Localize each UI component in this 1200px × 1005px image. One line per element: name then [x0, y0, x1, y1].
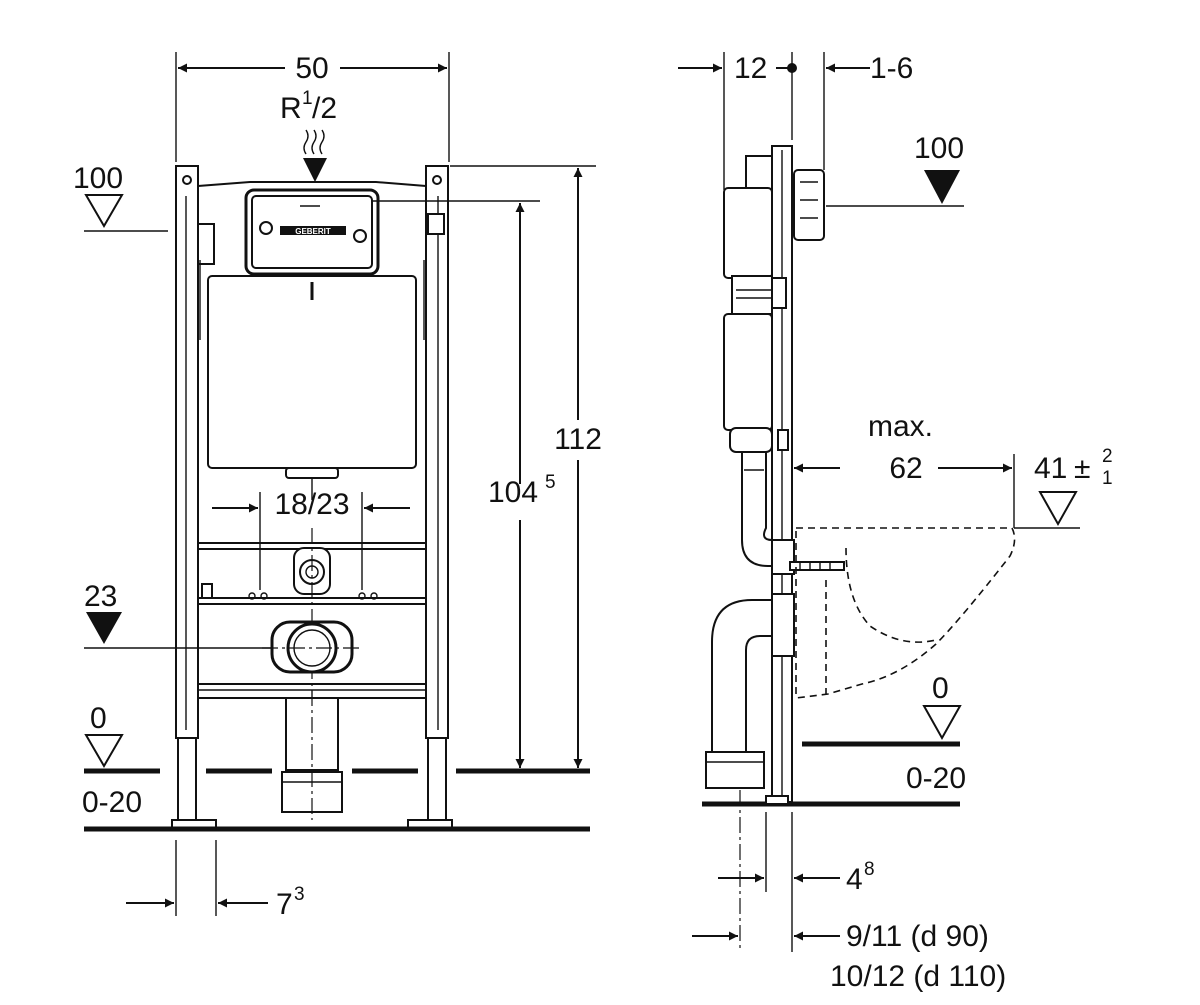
fixing-rod — [789, 561, 845, 571]
level-41: 41 ± 2 1 — [1014, 446, 1113, 529]
height-total-label: 112 — [554, 423, 602, 456]
level-100-left: 100 — [73, 162, 168, 232]
drain-90-label: 9/11 (d 90) — [846, 920, 989, 953]
brand-badge — [280, 226, 346, 235]
waste-elbow — [705, 593, 795, 950]
bolt-spacing-label: 18/23 — [274, 488, 349, 521]
floor-right: 0 0-20 — [702, 672, 966, 807]
level-filled-right-icon — [924, 170, 960, 204]
offset-label: 1-6 — [870, 52, 913, 85]
inlet-arrow-icon — [303, 158, 327, 182]
tolerance-sign: ± — [1074, 452, 1090, 485]
foot-dim-sup: 3 — [294, 884, 305, 905]
front-view: 50 R 1 /2 100 — [73, 52, 602, 921]
inlet-label-sub: /2 — [312, 92, 337, 125]
flush-pipe-connector — [293, 528, 331, 700]
dim-depth: 12 1-6 — [678, 52, 913, 190]
dim-48-sup: 8 — [864, 859, 875, 880]
frame — [171, 165, 453, 829]
level-marker-icon — [84, 194, 124, 228]
flush-pipe — [741, 451, 795, 575]
projection-label: 62 — [889, 452, 922, 485]
inlet-label-r: R — [280, 92, 302, 125]
floor-range-right-label: 0-20 — [906, 762, 966, 795]
tolerance-plus: 2 — [1102, 446, 1113, 467]
dim-width-50: 50 — [175, 52, 450, 162]
left-post — [175, 165, 199, 739]
cistern — [207, 275, 417, 500]
side-frame — [723, 145, 825, 803]
flush-plate: GEBERIT — [244, 188, 380, 276]
dim-drain-offsets: 4 8 9/11 (d 90) 10/12 (d 110) — [692, 812, 1006, 993]
level-100-right-label: 100 — [914, 132, 964, 165]
depth-12-label: 12 — [734, 52, 767, 85]
level-filled-icon — [86, 612, 122, 644]
max-label: max. — [868, 410, 933, 443]
water-inlet: R 1 /2 — [280, 88, 337, 182]
height-main-label: 104 — [488, 476, 538, 509]
brand-label: GEBERIT — [295, 227, 331, 236]
level-0-label: 0 — [90, 702, 107, 735]
dim-bolt-spacing: 18/23 — [212, 488, 410, 590]
width-label: 50 — [295, 52, 328, 85]
floor-left: 0 0-20 — [82, 702, 590, 832]
dim-foot: 7 3 — [126, 840, 305, 921]
wc-pan-outline — [795, 527, 1016, 699]
height-main-sup: 5 — [545, 472, 556, 493]
drain-110-label: 10/12 (d 110) — [830, 960, 1006, 993]
waste-connector — [262, 620, 362, 820]
height-41-label: 41 — [1034, 452, 1067, 485]
floor-range-label: 0-20 — [82, 786, 142, 819]
level-0-right-label: 0 — [932, 672, 949, 705]
floor-level-right-icon — [922, 705, 962, 741]
dim-48-label: 4 — [846, 863, 863, 896]
foot-dim-label: 7 — [276, 888, 293, 921]
level-23-label: 23 — [84, 580, 117, 613]
inlet-label-sup: 1 — [302, 88, 313, 109]
right-post — [425, 165, 449, 739]
level-100-label: 100 — [73, 162, 123, 195]
side-view: 12 1-6 100 — [678, 52, 1113, 993]
level-41-icon — [1038, 491, 1078, 527]
tolerance-minus: 1 — [1102, 468, 1113, 489]
floor-level-icon — [84, 734, 124, 768]
dim-projection: max. 62 — [794, 410, 1015, 528]
level-100-right: 100 — [826, 132, 964, 207]
level-23: 23 — [84, 580, 290, 649]
dim-heights: 104 5 112 — [372, 165, 602, 768]
